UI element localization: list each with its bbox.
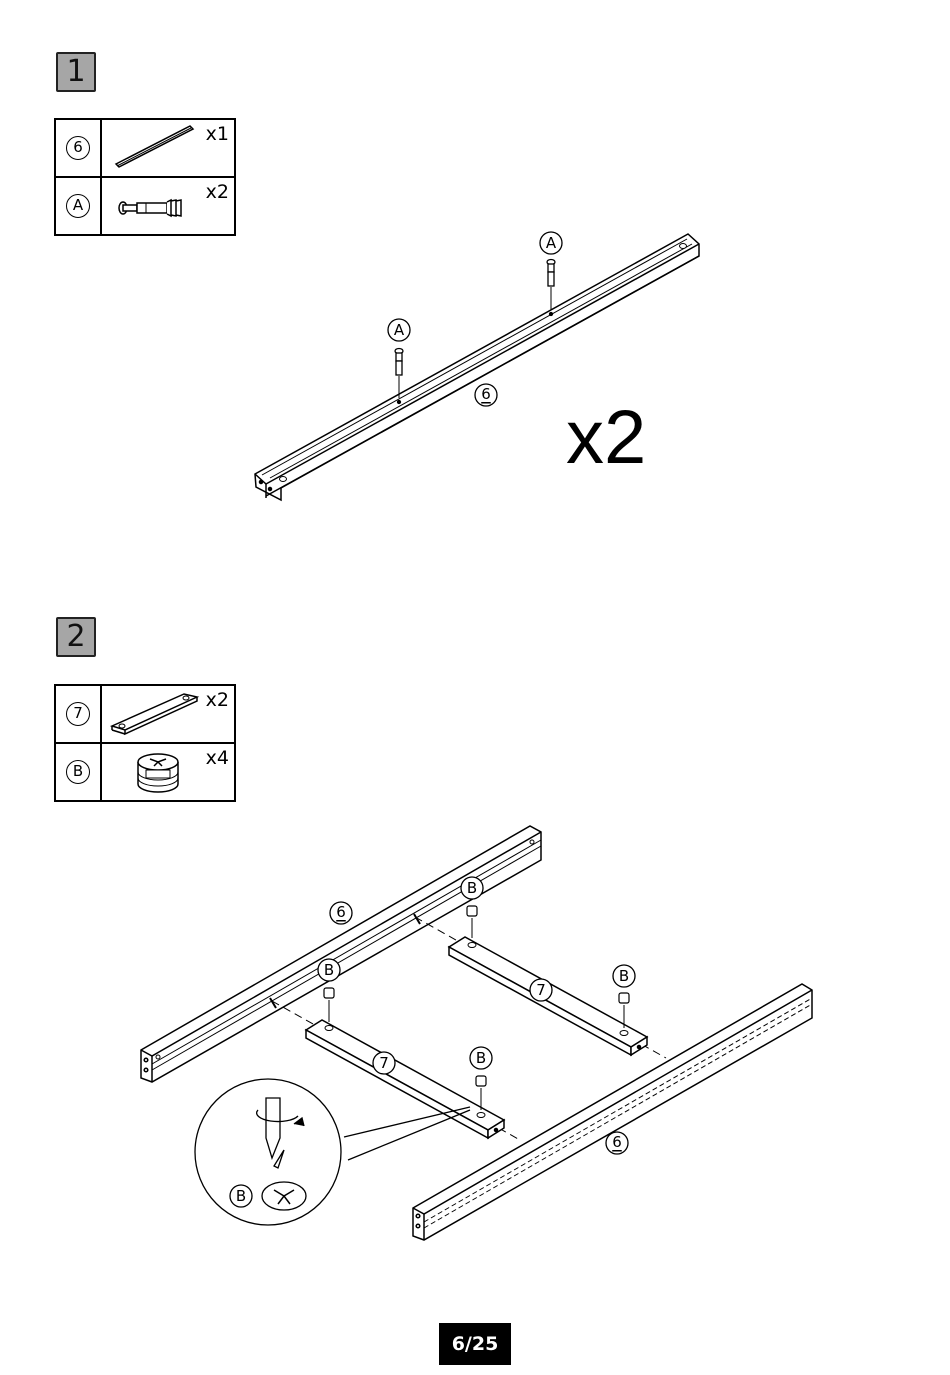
- callout-cam-4: B: [470, 1047, 492, 1069]
- callout-rail-front: 6: [606, 1132, 628, 1154]
- svg-text:B: B: [476, 1049, 486, 1067]
- cam-lock-1: [467, 906, 477, 938]
- svg-text:7: 7: [536, 981, 546, 999]
- slat-7-left: [306, 1020, 504, 1138]
- cam-lock-2: [324, 988, 334, 1022]
- callout-cam-3: B: [613, 965, 635, 987]
- svg-text:6: 6: [336, 903, 346, 921]
- callout-slat-left: 7: [373, 1052, 395, 1074]
- callout-cam-2: B: [318, 959, 340, 981]
- callout-slat-right: 7: [530, 979, 552, 1001]
- step-2-diagram: 6 6 7 7 B B B B B: [0, 0, 950, 1300]
- callout-cam-1: B: [461, 877, 483, 899]
- svg-text:7: 7: [379, 1054, 389, 1072]
- callout-detail-cam: B: [236, 1187, 246, 1205]
- callout-rail-back: 6: [330, 902, 352, 924]
- page-number: 6/25: [439, 1323, 511, 1365]
- svg-text:B: B: [467, 879, 477, 897]
- svg-text:6: 6: [612, 1133, 622, 1151]
- svg-text:B: B: [619, 967, 629, 985]
- svg-text:B: B: [324, 961, 334, 979]
